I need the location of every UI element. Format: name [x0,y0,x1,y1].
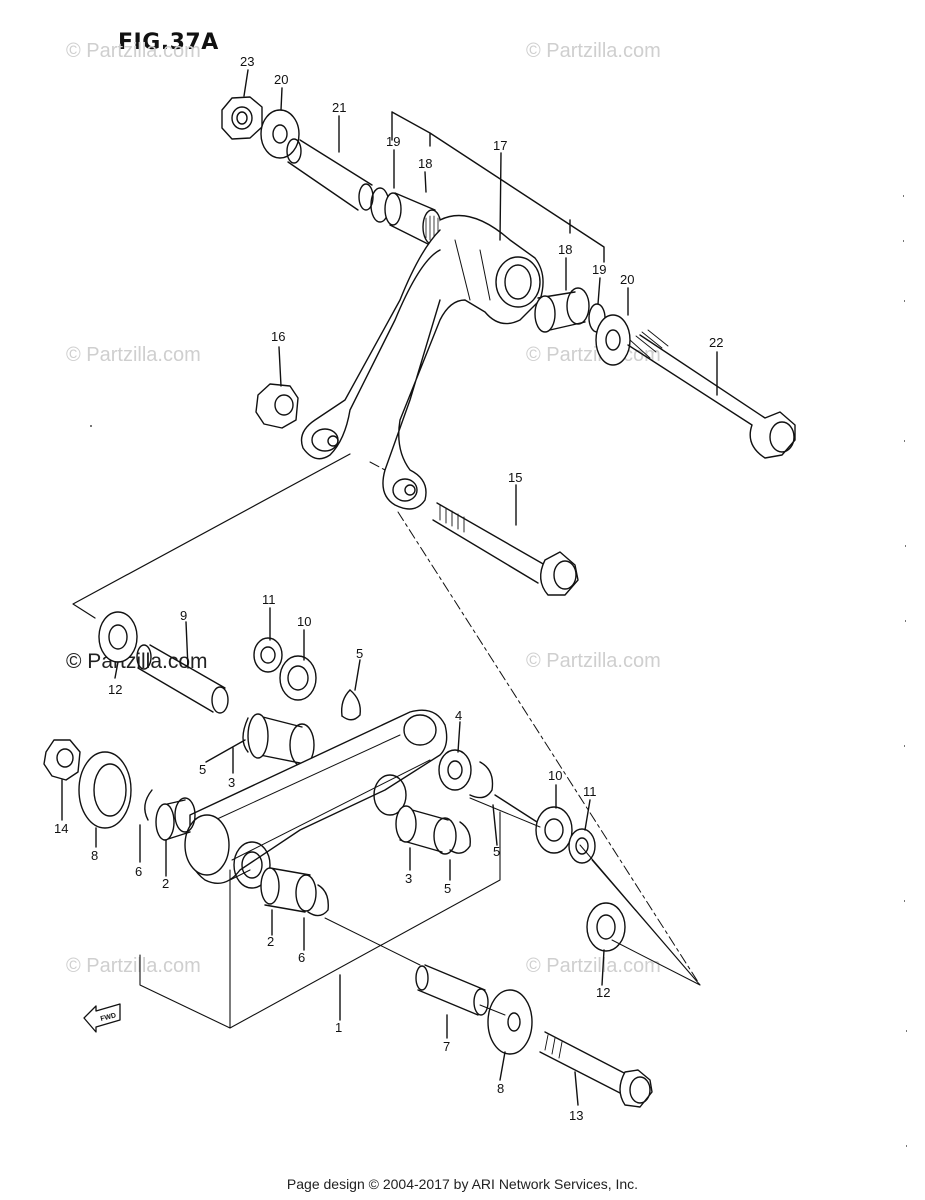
part-15-bolt [432,502,579,596]
part-7-sleeve [415,964,489,1016]
callout-label: 11 [583,784,597,799]
part-1-cushion-rod [184,709,448,889]
part-20-washer [595,314,631,366]
watermark: © Partzilla.com [526,650,661,672]
fwd-label: FWD [100,1012,117,1023]
part-3-bearing [395,805,457,855]
callout-label: 6 [298,950,305,965]
watermark: © Partzilla.com [66,40,201,62]
part-21-sleeve [286,138,374,211]
callout-label: 5 [493,844,500,859]
part-8-washer [487,989,533,1055]
callout-label: 12 [596,985,610,1000]
callout-label: 15 [508,470,522,485]
part-2-bearing [155,797,196,841]
part-14-nut [43,739,81,781]
part-2-bearing [260,867,317,913]
callout-label: 14 [54,821,68,836]
part-12-seal [586,902,626,952]
callout-label: 17 [493,138,507,153]
callout-label: 2 [267,934,274,949]
part-5-circlip [449,821,471,854]
figure-title: FIG.37A [118,30,219,55]
part-10-bearing [535,806,573,854]
part-11-spacer [253,637,283,673]
part-9-sleeve [136,644,229,714]
watermark: © Partzilla.com [66,955,201,977]
callout-label: 3 [405,871,412,886]
callout-label: 6 [135,864,142,879]
part-3-bearing [242,713,315,767]
part-18-bearing [534,287,590,333]
callout-label: 18 [558,242,572,257]
callout-label: 10 [297,614,311,629]
callout-label: 10 [548,768,562,783]
scan-marks [90,195,907,1147]
copyright-footer: Page design © 2004-2017 by ARI Network S… [286,1176,639,1192]
callout-label: 2 [162,876,169,891]
callout-labels: 23 20 21 19 18 17 18 19 20 22 16 15 9 11… [54,54,723,1123]
callout-label: 19 [386,134,400,149]
part-5-circlip [469,761,494,799]
part-5-circlip [341,689,361,721]
callout-label: 8 [91,848,98,863]
part-16-nut [255,383,299,429]
watermark: © Partzilla.com [66,650,208,673]
part-6-circlip [307,884,329,917]
callout-label: 19 [592,262,606,277]
part-20-washer [260,109,300,159]
callout-label: 16 [271,329,285,344]
callout-label: 11 [262,592,276,607]
fwd-arrow-icon [83,1003,121,1033]
part-23-nut [221,96,263,140]
part-22-bolt [627,329,796,459]
watermark: © Partzilla.com [526,955,661,977]
watermark: © Partzilla.com [526,40,661,62]
callout-label: 5 [444,881,451,896]
callout-label: 7 [443,1039,450,1054]
callout-label: 20 [620,272,634,287]
callout-label: 1 [335,1020,342,1035]
callout-label: 13 [569,1108,583,1123]
callout-label: 4 [455,708,462,723]
part-18-bearing [384,192,442,245]
part-12-seal [98,611,138,663]
callout-label: 20 [274,72,288,87]
part-6-circlip [144,789,153,821]
callout-label: 12 [108,682,122,697]
part-13-bolt [539,1031,653,1108]
callout-label: 8 [497,1081,504,1096]
callout-label: 23 [240,54,254,69]
callout-label: 18 [418,156,432,171]
part-17-cushion-lever [300,214,544,510]
callout-label: 3 [228,775,235,790]
callout-label: 5 [356,646,363,661]
callout-label: 22 [709,335,723,350]
callout-label: 21 [332,100,346,115]
callout-label: 9 [180,608,187,623]
part-4-spacer [438,749,472,791]
part-8-washer [78,751,132,829]
callout-label: 5 [199,762,206,777]
watermark: © Partzilla.com [66,344,201,366]
part-10-bearing [279,655,317,701]
